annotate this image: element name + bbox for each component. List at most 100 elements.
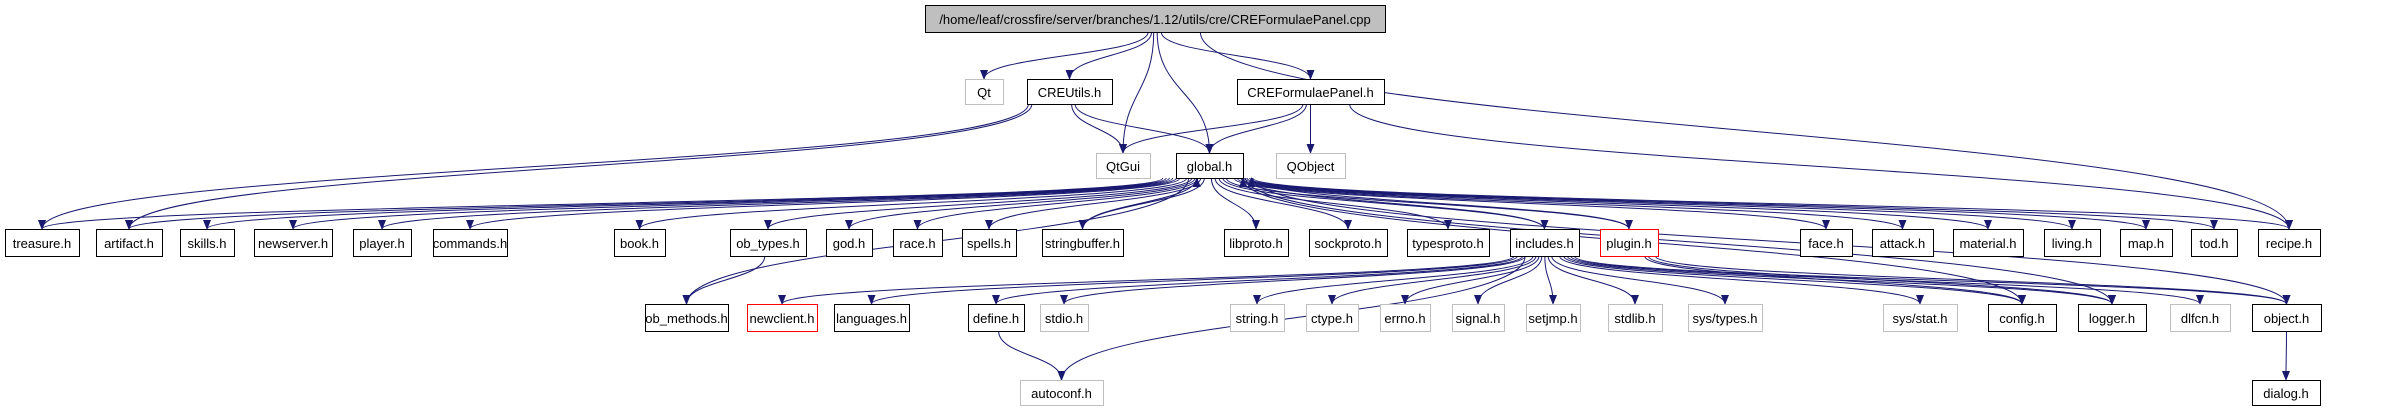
node-tod[interactable]: tod.h [2191,229,2238,257]
node-newclient[interactable]: newclient.h [747,304,818,332]
node-label: map.h [2128,236,2164,251]
node-stdlib: stdlib.h [1608,304,1663,332]
edge-global-to-book [635,177,1188,230]
node-sockproto[interactable]: sockproto.h [1309,229,1388,257]
node-logger[interactable]: logger.h [2078,304,2147,332]
node-define[interactable]: define.h [968,304,1025,332]
node-ob-types[interactable]: ob_types.h [730,229,807,257]
node-label: ctype.h [1311,311,1353,326]
node-map[interactable]: map.h [2120,229,2173,257]
edge-creutils-to-artifact [125,103,1033,230]
node-race[interactable]: race.h [893,229,943,257]
node-label: /home/leaf/crossfire/server/branches/1.1… [939,12,1370,27]
node-label: languages.h [836,311,907,326]
node-attack[interactable]: attack.h [1872,229,1934,257]
node-label: define.h [973,311,1019,326]
node-label: includes.h [1515,236,1574,251]
edge-global-to-sockproto [1214,177,1352,230]
node-box [1407,229,1490,257]
node-libproto[interactable]: libproto.h [1224,229,1289,257]
node-label: errno.h [1384,311,1425,326]
node-treasure[interactable]: treasure.h [5,229,80,257]
node-label: stdlib.h [1614,311,1655,326]
node-face[interactable]: face.h [1800,229,1853,257]
node-root[interactable]: /home/leaf/crossfire/server/branches/1.1… [925,5,1386,33]
edge-global-to-god [845,177,1196,230]
node-global[interactable]: global.h [1176,153,1244,179]
node-label: newserver.h [258,236,328,251]
node-creutils[interactable]: CREUtils.h [1027,79,1113,105]
node-god[interactable]: god.h [826,229,873,257]
edge-root-to-recipe [1199,31,2293,230]
node-label: sockproto.h [1314,236,1381,251]
node-box [1688,304,1763,332]
node-label: god.h [833,236,866,251]
edge-global-to-tod [1249,177,2218,230]
node-artifact[interactable]: artifact.h [96,229,163,257]
node-box [2044,229,2101,257]
node-box [433,229,508,257]
node-stringbuffer[interactable]: stringbuffer.h [1042,229,1124,257]
node-material[interactable]: material.h [1953,229,2024,257]
edge-creformulaepanel_h-to-global [1205,103,1307,154]
edge-creformulaepanel_h-to-recipe [1349,103,2293,230]
node-box [1380,304,1431,332]
node-label: string.h [1236,311,1279,326]
node-label: libproto.h [1229,236,1282,251]
edge-includes-to-languages [867,255,1519,305]
node-label: signal.h [1456,311,1501,326]
node-box [5,229,80,257]
node-box [2191,229,2238,257]
node-box [1600,229,1659,257]
node-box [2120,229,2173,257]
edge-global-to-logger [1245,177,2116,305]
edge-global-to-face [1233,177,1830,230]
node-box [1230,304,1285,332]
edge-global-to-race [913,177,1199,230]
edge-includes-to-newclient [778,255,1515,305]
edge-global-to-ob_types [764,177,1193,230]
node-recipe[interactable]: recipe.h [2258,229,2321,257]
node-plugin[interactable]: plugin.h [1600,229,1659,257]
node-config[interactable]: config.h [1988,304,2057,332]
node-box [645,304,729,332]
node-dialog[interactable]: dialog.h [2252,380,2321,406]
node-qobject: QObject [1276,153,1346,179]
node-skills[interactable]: skills.h [180,229,235,257]
node-label: ob_types.h [736,236,800,251]
node-creformulaepanel-h[interactable]: CREFormulaePanel.h [1237,79,1385,105]
node-box [925,5,1386,33]
edge-includes-to-object [1573,255,2291,305]
edge-global-to-newserver [289,177,1174,230]
node-typesproto[interactable]: typesproto.h [1407,229,1490,257]
node-label: config.h [1999,311,2045,326]
node-label: CREFormulaePanel.h [1247,85,1373,100]
node-label: artifact.h [104,236,154,251]
edge-global-to-object [1252,177,2291,305]
node-errno: errno.h [1380,304,1431,332]
node-box [747,304,818,332]
node-label: tod.h [2200,236,2229,251]
node-spells[interactable]: spells.h [962,229,1017,257]
node-box [2252,380,2321,406]
node-book[interactable]: book.h [614,229,666,257]
node-object[interactable]: object.h [2252,304,2322,332]
node-ob-methods[interactable]: ob_methods.h [645,304,729,332]
node-living[interactable]: living.h [2044,229,2101,257]
node-label: QObject [1287,159,1335,174]
node-label: skills.h [187,236,226,251]
edge-root-to-global [1156,31,1214,154]
edge-global-to-artifact [125,177,1167,230]
node-commands[interactable]: commands.h [433,229,508,257]
edge-includes-to-errno [1401,255,1540,305]
node-languages[interactable]: languages.h [834,304,910,332]
node-box [1309,229,1388,257]
node-player[interactable]: player.h [353,229,412,257]
node-box [1020,380,1104,406]
node-label: sys/types.h [1692,311,1757,326]
node-includes[interactable]: includes.h [1510,229,1580,257]
edge-global-to-living [1243,177,2076,230]
node-ctype: ctype.h [1306,304,1359,332]
node-box [1800,229,1853,257]
node-newserver[interactable]: newserver.h [254,229,333,257]
